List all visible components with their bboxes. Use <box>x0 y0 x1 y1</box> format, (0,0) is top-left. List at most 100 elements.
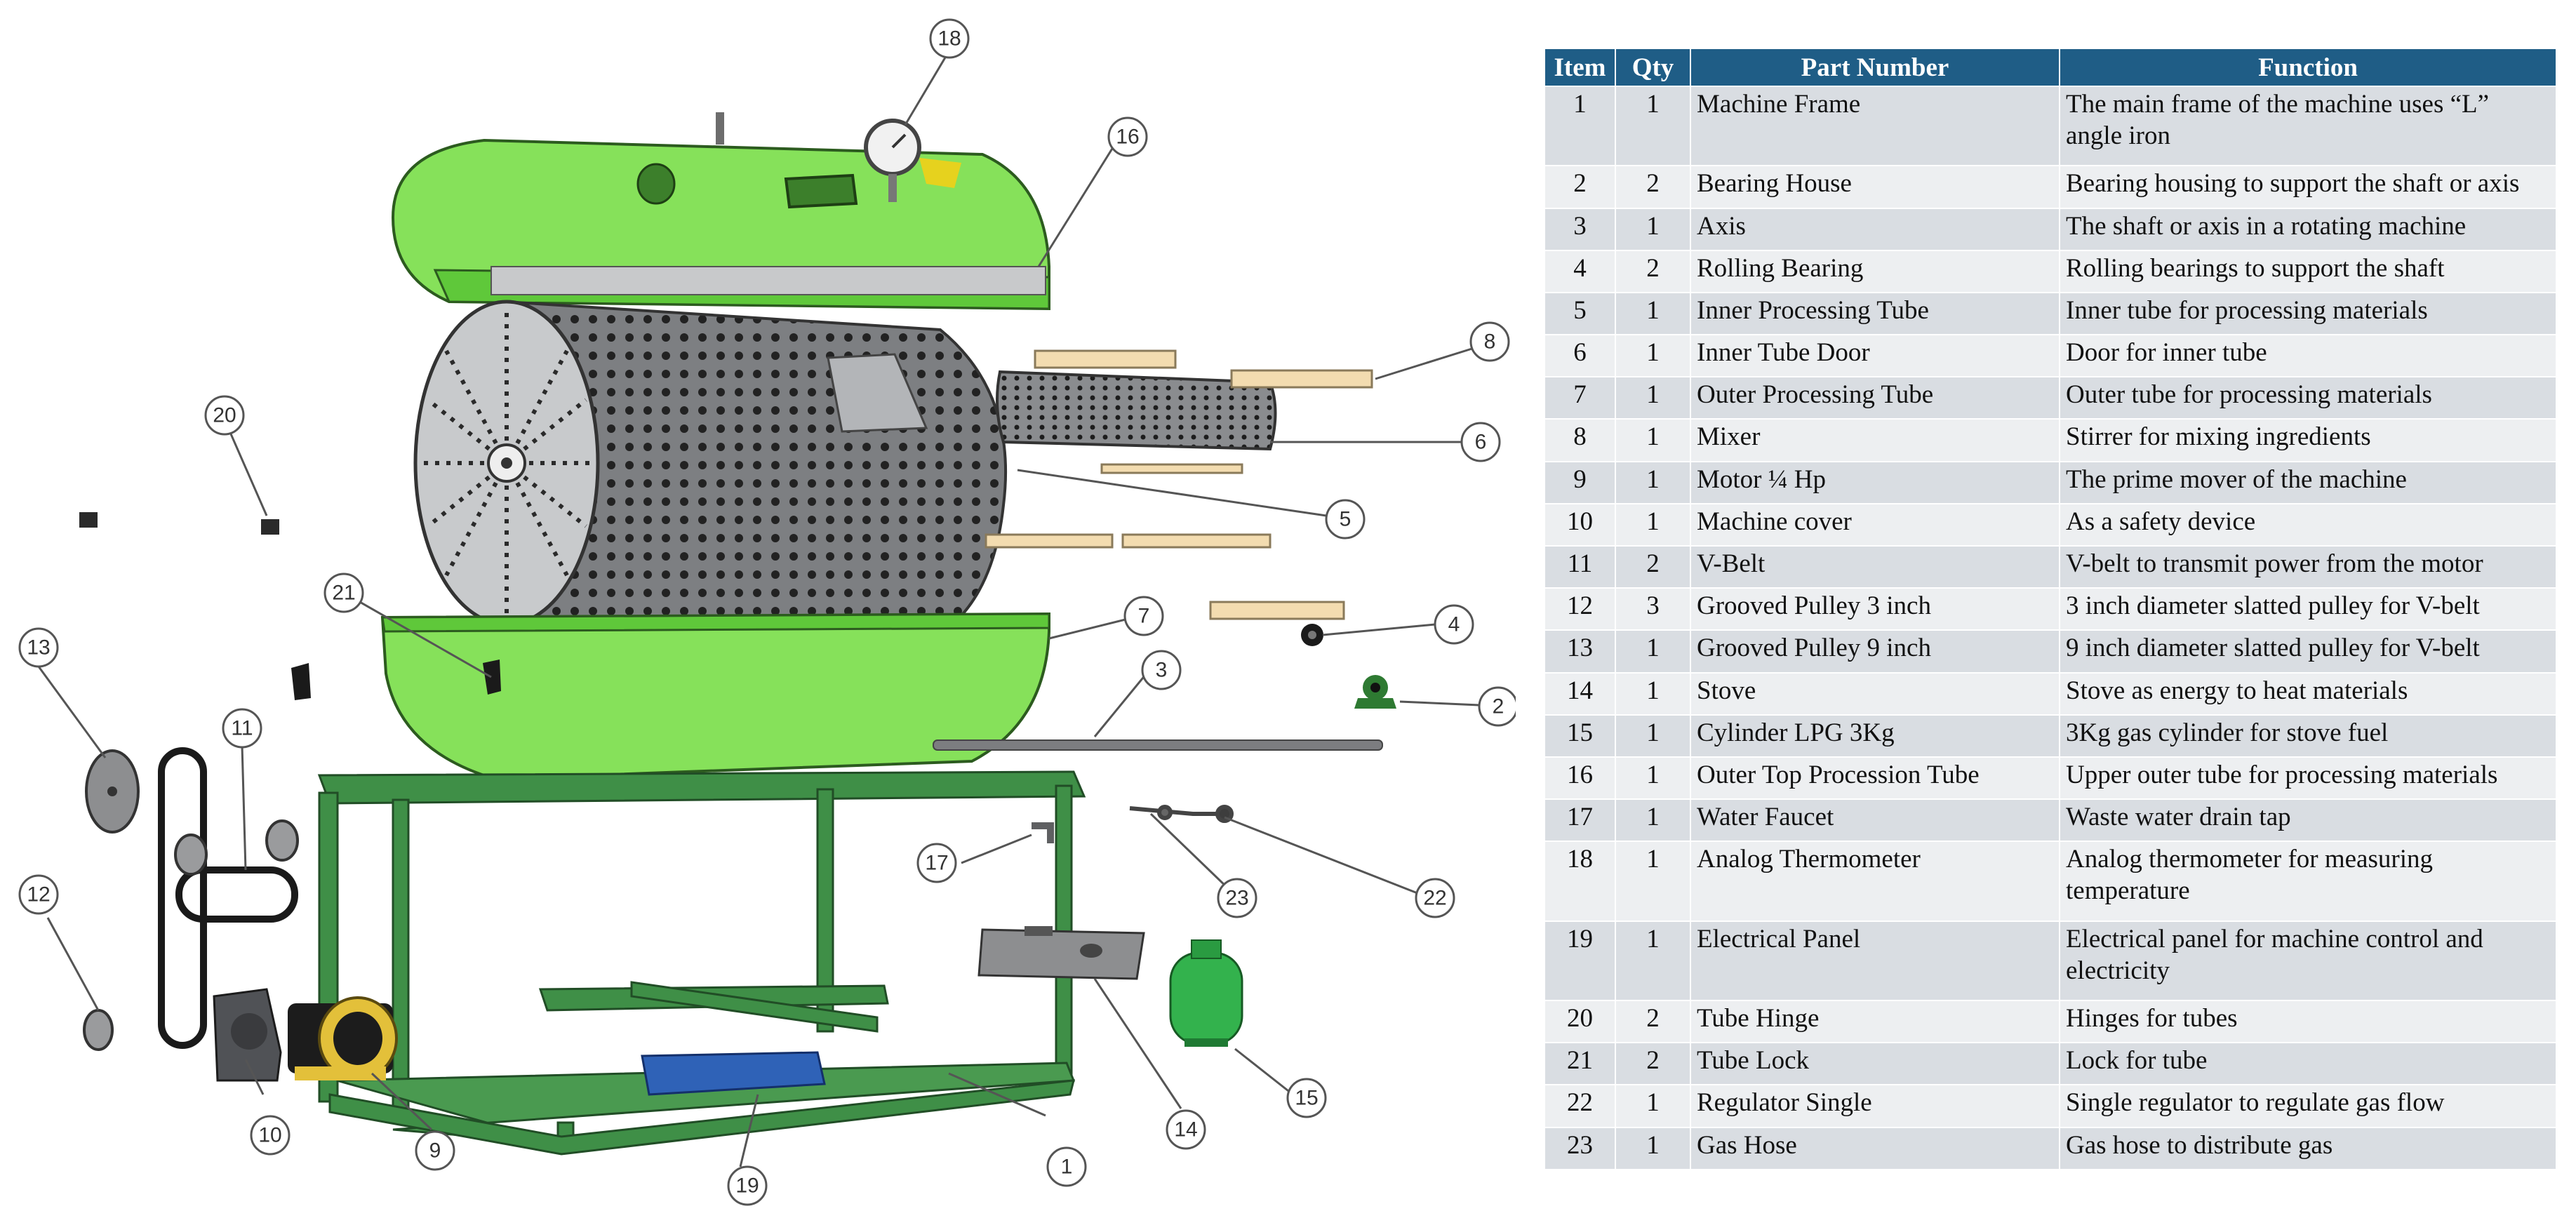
item-cell: 6 <box>1544 334 1616 378</box>
function-cell: Electrical panel for machine control and… <box>2059 920 2557 1001</box>
machine-cover-gearbox <box>213 988 282 1082</box>
item-cell: 1 <box>1544 85 1616 167</box>
qty-cell: 1 <box>1615 291 1691 336</box>
qty-cell: 1 <box>1615 714 1691 758</box>
callout-13: 13 <box>18 627 59 668</box>
part-number-cell: Machine cover <box>1690 502 2060 547</box>
function-cell: Lock for tube <box>2059 1042 2557 1086</box>
callout-7: 7 <box>1123 596 1164 636</box>
part-number-cell: Water Faucet <box>1690 798 2060 843</box>
part-number-cell: Outer Processing Tube <box>1690 376 2060 420</box>
qty-cell: 2 <box>1615 999 1691 1044</box>
qty-cell: 1 <box>1615 460 1691 504</box>
grooved-pulley-9-inch <box>85 749 140 834</box>
item-cell: 22 <box>1544 1084 1616 1128</box>
item-cell: 2 <box>1544 165 1616 209</box>
qty-cell: 1 <box>1615 85 1691 167</box>
part-number-cell: V-Belt <box>1690 545 2060 589</box>
lpg-cylinder <box>1169 939 1243 1047</box>
qty-cell: 1 <box>1615 207 1691 251</box>
leader-lines <box>37 57 1488 1167</box>
svg-text:2: 2 <box>1493 695 1504 718</box>
qty-cell: 1 <box>1615 756 1691 801</box>
function-cell: Stove as energy to heat materials <box>2059 671 2557 716</box>
function-cell: Inner tube for processing materials <box>2059 291 2557 336</box>
callout-6: 6 <box>1460 422 1501 462</box>
function-cell: The prime mover of the machine <box>2059 460 2557 504</box>
callout-9: 9 <box>415 1130 455 1171</box>
tube-window <box>784 173 858 209</box>
callout-12: 12 <box>18 874 59 915</box>
regulator-and-gas-hose <box>1129 805 1234 823</box>
tube-hinge <box>79 512 279 535</box>
table-header-row: Item Qty Part Number Function <box>1544 48 2557 87</box>
callout-10: 10 <box>250 1115 291 1156</box>
svg-text:11: 11 <box>231 717 253 740</box>
part-number-cell: Rolling Bearing <box>1690 249 2060 293</box>
qty-cell: 1 <box>1615 671 1691 716</box>
item-cell: 13 <box>1544 629 1616 674</box>
header-qty: Qty <box>1615 48 1691 87</box>
outer-processing-tube <box>380 612 1050 781</box>
part-number-cell: Tube Hinge <box>1690 999 2060 1044</box>
item-cell: 15 <box>1544 714 1616 758</box>
item-cell: 19 <box>1544 920 1616 1001</box>
qty-cell: 1 <box>1615 629 1691 674</box>
header-part-number: Part Number <box>1690 48 2060 87</box>
item-cell: 9 <box>1544 460 1616 504</box>
grooved-pulley-3-inch <box>83 819 299 1051</box>
function-cell: Single regulator to regulate gas flow <box>2059 1084 2557 1128</box>
exploded-assembly-drawing: 1 2 3 4 5 6 7 8 9 10 11 12 13 14 15 16 1… <box>18 18 1516 1206</box>
header-item: Item <box>1544 48 1616 87</box>
callout-16: 16 <box>1107 116 1148 157</box>
qty-cell: 1 <box>1615 1126 1691 1171</box>
motor <box>288 996 398 1080</box>
machine-frame <box>317 770 1086 1156</box>
inner-tube-door <box>996 370 1277 451</box>
svg-text:23: 23 <box>1225 887 1248 910</box>
qty-cell: 1 <box>1615 841 1691 922</box>
callout-2: 2 <box>1478 686 1516 727</box>
callout-5: 5 <box>1325 499 1366 540</box>
outer-top-tube <box>391 112 1050 311</box>
qty-cell: 2 <box>1615 545 1691 589</box>
part-number-cell: Grooved Pulley 3 inch <box>1690 587 2060 631</box>
svg-text:13: 13 <box>27 636 50 660</box>
callout-1: 1 <box>1046 1146 1087 1187</box>
qty-cell: 1 <box>1615 376 1691 420</box>
part-number-cell: Bearing House <box>1690 165 2060 209</box>
item-cell: 16 <box>1544 756 1616 801</box>
svg-text:20: 20 <box>213 404 236 427</box>
svg-text:19: 19 <box>735 1174 759 1198</box>
function-cell: As a safety device <box>2059 502 2557 547</box>
part-number-cell: Tube Lock <box>1690 1042 2060 1086</box>
item-cell: 11 <box>1544 545 1616 589</box>
svg-text:22: 22 <box>1423 887 1446 910</box>
part-number-cell: Machine Frame <box>1690 85 2060 167</box>
electrical-panel <box>641 1051 826 1096</box>
water-faucet <box>1032 822 1054 843</box>
function-cell: Stirrer for mixing ingredients <box>2059 418 2557 462</box>
part-number-cell: Inner Tube Door <box>1690 334 2060 378</box>
part-number-cell: Cylinder LPG 3Kg <box>1690 714 2060 758</box>
svg-text:17: 17 <box>925 852 948 875</box>
item-cell: 17 <box>1544 798 1616 843</box>
v-belt <box>158 747 298 1049</box>
analog-thermometer <box>864 119 921 202</box>
function-cell: Door for inner tube <box>2059 334 2557 378</box>
callout-18: 18 <box>929 18 970 59</box>
tube-port <box>636 163 676 205</box>
callout-22: 22 <box>1415 878 1455 918</box>
